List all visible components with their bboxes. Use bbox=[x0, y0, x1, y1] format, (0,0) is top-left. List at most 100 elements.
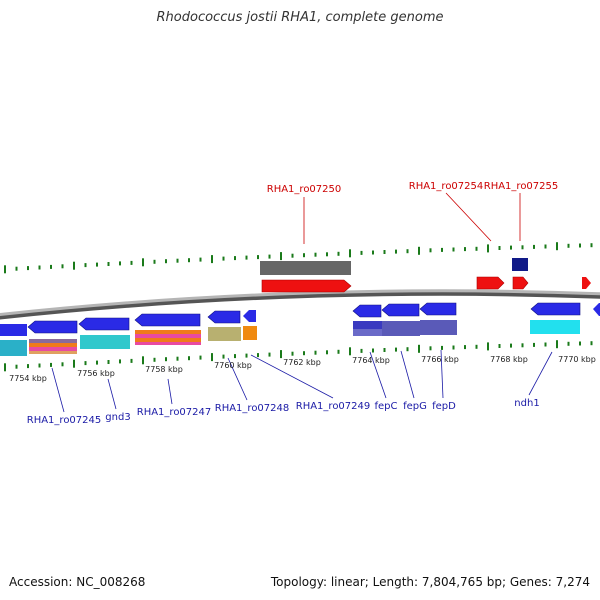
tick-mark-bottom bbox=[176, 356, 179, 361]
gene-arrow-gnd3[interactable] bbox=[78, 317, 130, 331]
callout-line-ro07245 bbox=[51, 367, 65, 413]
tick-mark-top bbox=[533, 244, 535, 249]
tick-mark-bottom bbox=[337, 349, 340, 354]
callout-line-ro07249 bbox=[250, 354, 334, 399]
gene-label-ndh1[interactable]: ndh1 bbox=[514, 398, 539, 409]
gene-arrow-partial-right[interactable] bbox=[593, 303, 600, 316]
gene-arrow-fepG[interactable] bbox=[381, 303, 420, 317]
gene-block-ro07248[interactable] bbox=[208, 327, 241, 341]
tick-mark-bottom bbox=[406, 347, 409, 352]
tick-mark-bottom bbox=[165, 357, 167, 362]
tick-mark-top bbox=[245, 255, 248, 260]
gene-label-gnd3[interactable]: gnd3 bbox=[105, 412, 130, 423]
gene-label-fepG[interactable]: fepG bbox=[403, 401, 427, 412]
tick-mark-top bbox=[211, 255, 213, 264]
gene-arrow-ro07249[interactable] bbox=[243, 310, 256, 322]
tick-mark-top bbox=[4, 265, 6, 274]
tick-label-7756: 7756 kbp bbox=[77, 369, 115, 378]
gene-block-fepC[interactable] bbox=[353, 329, 382, 336]
tick-mark-top bbox=[475, 246, 478, 251]
top-tick-row bbox=[4, 242, 593, 274]
gene-arrow-ro07247[interactable] bbox=[134, 313, 201, 327]
gene-label-ro07250[interactable]: RHA1_ro07250 bbox=[267, 184, 342, 195]
tick-mark-bottom bbox=[360, 348, 363, 353]
gene-label-fepD[interactable]: fepD bbox=[432, 401, 456, 412]
gene-block-ro07250[interactable] bbox=[260, 261, 351, 275]
tick-mark-bottom bbox=[349, 347, 351, 356]
tick-label-7764: 7764 kbp bbox=[352, 356, 390, 365]
gene-label-ro07255[interactable]: RHA1_ro07255 bbox=[484, 181, 559, 192]
tick-mark-bottom bbox=[521, 343, 524, 348]
tick-mark-top bbox=[153, 259, 156, 264]
tick-mark-bottom bbox=[590, 341, 593, 346]
gene-block-gnd3[interactable] bbox=[80, 335, 130, 349]
tick-mark-top bbox=[406, 249, 409, 254]
gene-block-fepD[interactable] bbox=[420, 320, 457, 335]
gene-block-ndh1[interactable] bbox=[530, 320, 580, 334]
gene-block-ro07249[interactable] bbox=[243, 326, 257, 340]
tick-label-7762: 7762 kbp bbox=[283, 358, 321, 367]
tick-mark-top bbox=[441, 247, 443, 252]
gene-label-ro07249[interactable]: RHA1_ro07249 bbox=[296, 401, 371, 412]
tick-mark-top bbox=[383, 250, 386, 254]
tick-mark-bottom bbox=[119, 359, 121, 364]
tick-label-7758: 7758 kbp bbox=[145, 365, 183, 374]
gene-block-ro07255[interactable] bbox=[512, 258, 528, 271]
gene-arrow-ro07250[interactable] bbox=[261, 279, 352, 293]
callout-line-ro07254 bbox=[445, 192, 492, 242]
callout-line-ro07248 bbox=[227, 357, 248, 401]
tick-mark-top bbox=[119, 261, 121, 266]
tick-mark-bottom bbox=[510, 343, 512, 348]
tick-mark-bottom bbox=[96, 360, 98, 365]
gene-arrow-ro07248[interactable] bbox=[207, 310, 241, 324]
tick-mark-bottom bbox=[429, 346, 432, 351]
tick-mark-top bbox=[234, 256, 236, 261]
tick-label-7760: 7760 kbp bbox=[214, 361, 252, 370]
gene-arrow-partial[interactable] bbox=[582, 277, 591, 289]
gene-arrow-fepD[interactable] bbox=[419, 302, 457, 316]
gene-arrow-ndh1[interactable] bbox=[530, 302, 581, 316]
tick-mark-top bbox=[590, 243, 593, 248]
tick-mark-bottom bbox=[38, 363, 41, 368]
gene-block-fepG[interactable] bbox=[382, 321, 420, 336]
gene-arrow-fepC[interactable] bbox=[352, 304, 382, 318]
callout-line-ro07247 bbox=[167, 378, 173, 405]
tick-mark-top bbox=[303, 253, 305, 258]
tick-mark-bottom bbox=[441, 345, 443, 350]
tick-mark-bottom bbox=[556, 340, 558, 349]
tick-mark-bottom bbox=[234, 354, 236, 359]
gene-arrow-ro07245[interactable] bbox=[27, 320, 78, 334]
tick-mark-top bbox=[337, 251, 340, 256]
tick-mark-top bbox=[487, 244, 489, 253]
gene-block-ro07247[interactable] bbox=[135, 342, 201, 345]
gene-arrow-ro07255[interactable] bbox=[512, 276, 529, 290]
tick-mark-top bbox=[257, 255, 259, 260]
tick-mark-top bbox=[349, 249, 351, 258]
gene-arrow-ro07254[interactable] bbox=[476, 276, 505, 290]
tick-mark-bottom bbox=[153, 357, 156, 362]
gene-label-ro07254[interactable]: RHA1_ro07254 bbox=[409, 181, 484, 192]
gene-block-ro07245[interactable] bbox=[29, 351, 77, 354]
tick-mark-top bbox=[360, 250, 363, 255]
tick-mark-bottom bbox=[291, 351, 294, 356]
gene-block-partial-left[interactable] bbox=[0, 340, 27, 356]
tick-mark-top bbox=[222, 256, 225, 261]
gene-arrow-partial-left[interactable] bbox=[0, 324, 27, 336]
tick-mark-top bbox=[452, 247, 455, 252]
bottom-tick-row bbox=[4, 340, 593, 372]
tick-mark-bottom bbox=[199, 355, 202, 360]
tick-label-7754: 7754 kbp bbox=[9, 374, 47, 383]
tick-mark-bottom bbox=[464, 345, 466, 350]
tick-mark-top bbox=[556, 242, 558, 251]
genome-backbone bbox=[0, 289, 600, 316]
gene-label-fepC[interactable]: fepC bbox=[374, 401, 397, 412]
tick-mark-bottom bbox=[303, 351, 305, 356]
tick-mark-top bbox=[188, 258, 190, 263]
callout-line-ndh1 bbox=[528, 351, 553, 396]
gene-label-ro07247[interactable]: RHA1_ro07247 bbox=[137, 407, 212, 418]
gene-label-ro07245[interactable]: RHA1_ro07245 bbox=[27, 415, 102, 426]
tick-mark-bottom bbox=[73, 359, 75, 368]
tick-mark-top bbox=[199, 257, 202, 262]
gene-label-ro07248[interactable]: RHA1_ro07248 bbox=[215, 403, 290, 414]
tick-mark-top bbox=[176, 258, 179, 263]
